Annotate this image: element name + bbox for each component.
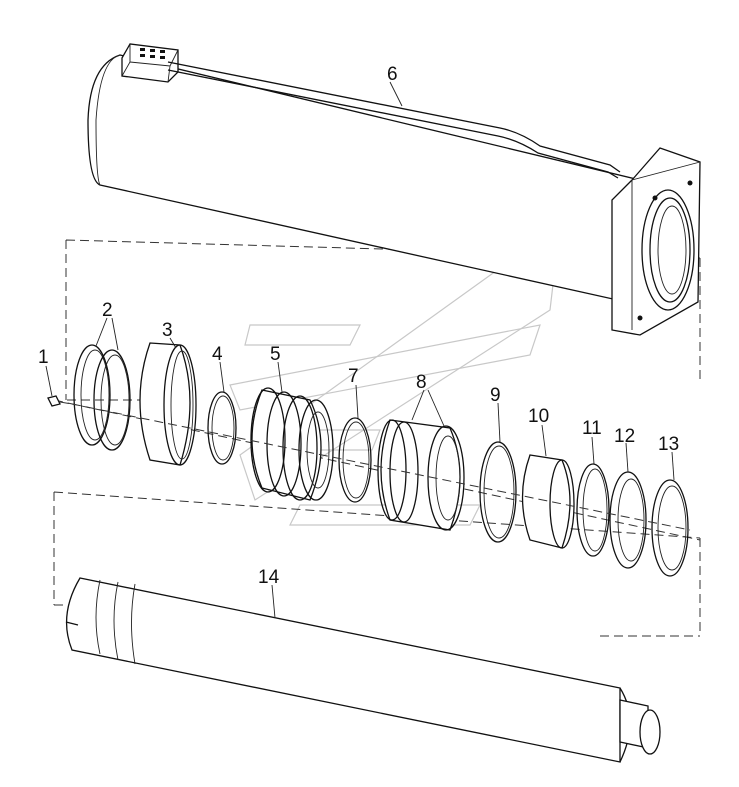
fitting-part-1 [47, 395, 73, 407]
assembly-guide-lines [53, 239, 701, 637]
callout-1: 1 [38, 347, 49, 368]
o-ring-part-7 [338, 417, 372, 503]
rings-part-2 [73, 344, 131, 451]
ring-part-11 [576, 463, 610, 557]
callout-14: 14 [258, 567, 280, 588]
callout-9: 9 [490, 385, 501, 406]
callout-8: 8 [416, 372, 427, 393]
callout-11: 11 [582, 418, 602, 439]
piston-part-5 [250, 387, 334, 501]
callout-4: 4 [212, 344, 223, 365]
callout-3: 3 [162, 320, 173, 341]
callout-13: 13 [658, 434, 679, 455]
o-ring-part-4 [207, 391, 237, 465]
sleeve-part-3 [139, 342, 197, 466]
callout-7: 7 [348, 366, 359, 387]
cylinder-barrel-part-6 [87, 43, 701, 336]
callout-leaders [45, 81, 675, 619]
callout-10: 10 [528, 406, 549, 427]
callout-labels: 1 2 3 4 5 6 7 8 9 10 11 12 13 14 [38, 64, 679, 588]
center-axis [71, 403, 691, 531]
callout-2: 2 [102, 300, 113, 321]
o-ring-part-9 [479, 441, 517, 543]
callout-6: 6 [387, 64, 398, 85]
bushing-part-10 [521, 454, 575, 549]
piston-rod-part-14 [65, 577, 661, 763]
callout-12: 12 [614, 426, 635, 447]
wiper-part-13 [651, 479, 689, 577]
callout-5: 5 [270, 344, 281, 365]
